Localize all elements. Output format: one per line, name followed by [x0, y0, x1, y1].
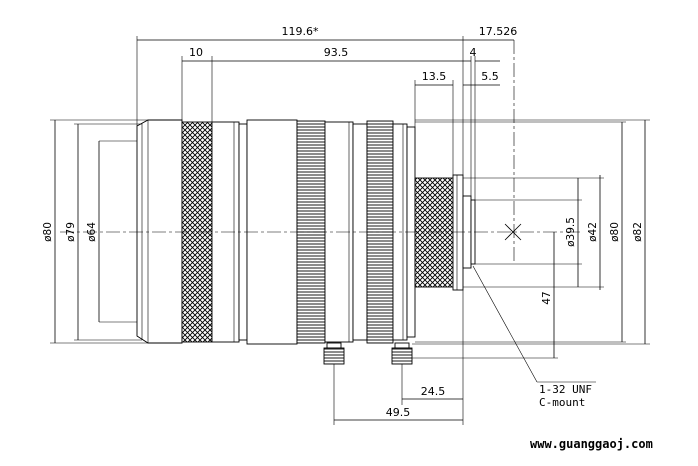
dim-front-inner-diameter: ø79	[65, 222, 77, 242]
mount-label-thread: 1-32 UNF	[539, 383, 592, 396]
dim-rear-diameter: ø42	[587, 222, 599, 242]
image-plane-mark	[504, 223, 522, 241]
dim-rear-step: 5.5	[481, 70, 499, 83]
top-dimensions	[136, 36, 514, 200]
dim-body-length: 93.5	[324, 46, 349, 59]
dim-thread-depth: 4	[470, 46, 477, 59]
dim-front-diameter: ø80	[42, 222, 54, 242]
front-hood	[136, 119, 183, 344]
locking-screw-iris	[391, 342, 413, 365]
mount-leader	[472, 265, 538, 383]
dim-housing-diameter: ø80	[609, 222, 621, 242]
dim-total-length: 119.6*	[282, 25, 319, 38]
mount-knurled-section	[414, 177, 454, 288]
dim-rear-thread-diameter: ø39.5	[565, 217, 577, 247]
right-dimensions	[412, 119, 650, 359]
mount-label-type: C-mount	[539, 396, 585, 409]
dim-rear-height: 47	[541, 291, 553, 304]
dim-flange-offset: 17.526	[479, 25, 518, 38]
dim-max-diameter: ø82	[632, 222, 644, 242]
dim-mount-section: 13.5	[422, 70, 447, 83]
locking-screw-focus	[323, 342, 345, 365]
dim-front-ring: 10	[189, 46, 203, 59]
watermark-url: www.guanggaoj.com	[530, 437, 653, 451]
lens-body	[99, 119, 476, 365]
left-dimensions	[50, 119, 148, 344]
dim-screw-spacing: 24.5	[421, 385, 446, 398]
dim-screw-offset: 49.5	[386, 406, 411, 419]
dim-front-aperture: ø64	[86, 222, 98, 242]
bottom-dimensions	[333, 290, 464, 425]
